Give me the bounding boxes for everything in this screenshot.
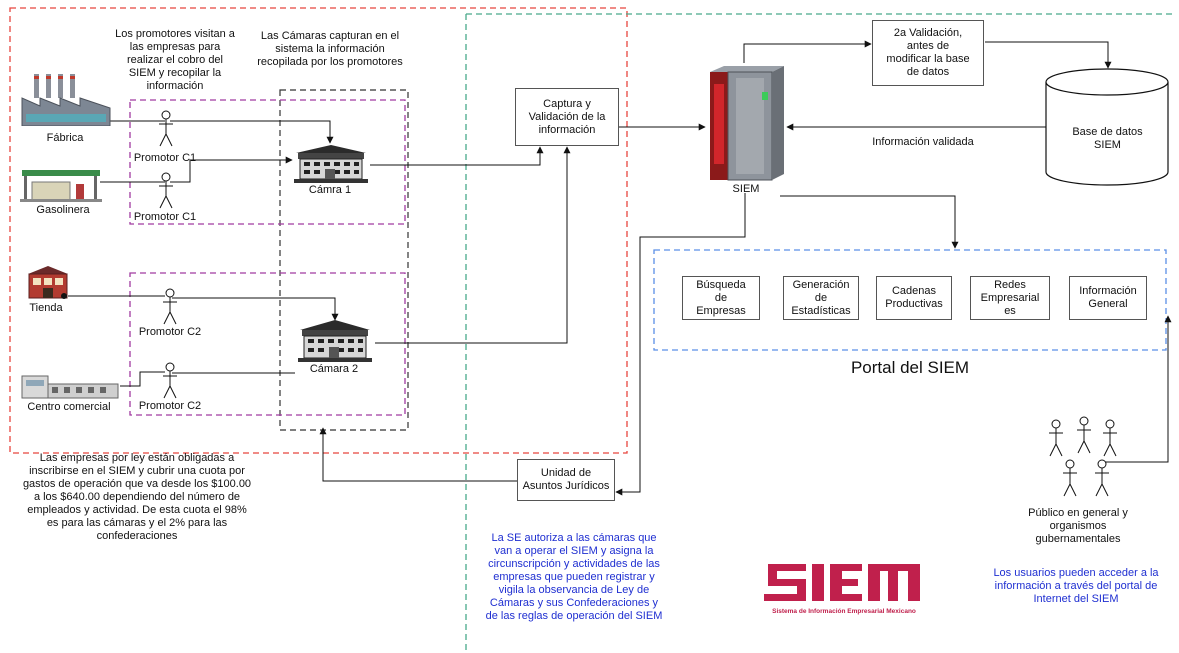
person-icon [158, 110, 174, 148]
camaras-region [9, 7, 628, 454]
person-icon [158, 172, 174, 210]
store-icon [26, 264, 70, 300]
promotores-note: Los promotores visitan a las empresas pa… [115, 28, 235, 92]
promotor-c2-label-2: Promotor C2 [138, 400, 202, 412]
gas-station-label: Gasolinera [36, 204, 90, 216]
promotor-c2-label-1: Promotor C2 [138, 326, 202, 338]
gas-station-icon [20, 168, 102, 202]
empresas-note: Las empresas por ley están obligadas a i… [22, 452, 252, 542]
camara-1-label: Cámra 1 [308, 184, 352, 196]
portal-item-informacion[interactable]: Información General [1069, 276, 1147, 320]
factory-icon [20, 70, 112, 127]
unidad-juridica-box: Unidad de Asuntos Jurídicos [517, 459, 615, 501]
logo-subtitle: Sistema de Información Empresarial Mexic… [772, 608, 916, 615]
people-icon [1049, 416, 1117, 497]
portal-region [653, 249, 1167, 351]
building-icon [294, 318, 376, 362]
usuarios-note: Los usuarios pueden acceder a la informa… [993, 567, 1159, 605]
portal-item-estadisticas[interactable]: Generación de Estadísticas [783, 276, 859, 320]
siem-server-label: SIEM [732, 183, 760, 195]
database-label: Base de datos SIEM [1072, 126, 1143, 151]
mall-label: Centro comercial [27, 401, 111, 413]
promotor-c1-label-1: Promotor C1 [133, 152, 197, 164]
group-c2 [129, 272, 406, 416]
info-validada-label: Información validada [872, 136, 974, 148]
promotor-c1-label-2: Promotor C1 [133, 211, 197, 223]
database-cylinder-icon [1045, 68, 1170, 186]
se-note: La SE autoriza a las cámaras que van a o… [485, 532, 663, 622]
siem-logo-graphic [764, 564, 920, 601]
factory-label: Fábrica [46, 132, 84, 144]
camaras-note: Las Cámaras capturan en el sistema la in… [257, 30, 403, 68]
siem-logo: Sistema de Información Empresarial Mexic… [746, 560, 942, 622]
publico-group [1042, 416, 1122, 506]
mall-icon [20, 374, 120, 400]
portal-item-redes[interactable]: Redes Empresarial es [970, 276, 1050, 320]
portal-item-busqueda[interactable]: Búsqueda de Empresas [682, 276, 760, 320]
store-label: Tienda [29, 302, 63, 314]
group-c1 [129, 99, 406, 225]
person-icon [162, 362, 178, 400]
camara-2-label: Cámara 2 [309, 363, 359, 375]
captura-validacion-box: Captura y Validación de la información [515, 88, 619, 146]
portal-title: Portal del SIEM [850, 358, 970, 377]
segunda-validacion-box: 2a Validación, antes de modificar la bas… [872, 20, 984, 86]
person-icon [162, 288, 178, 326]
se-region-line [465, 13, 1175, 653]
publico-label: Público en general y organismos gubernam… [1028, 507, 1128, 545]
building-icon [290, 143, 372, 183]
server-icon [706, 64, 786, 182]
portal-item-cadenas[interactable]: Cadenas Productivas [876, 276, 952, 320]
camaras-box [279, 89, 409, 431]
